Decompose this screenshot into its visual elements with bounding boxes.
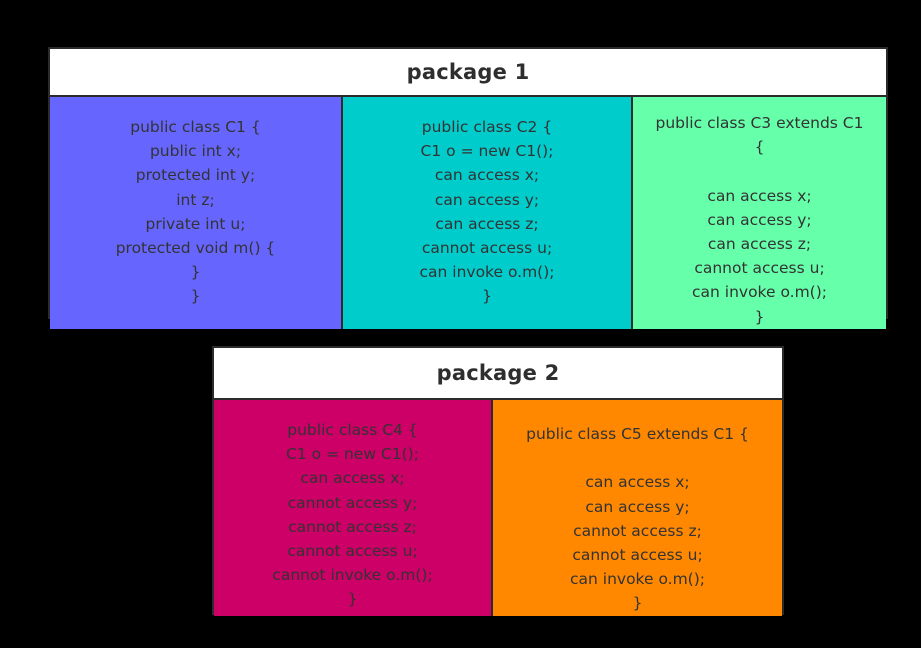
- code-line: }: [632, 594, 643, 613]
- code-line: can access x;: [707, 186, 812, 205]
- code-line: }: [190, 287, 201, 306]
- code-line: public class C4 {: [287, 421, 418, 439]
- class-box-c2: public class C2 { C1 o = new C1(); can acc…: [343, 97, 631, 329]
- code-line: }: [482, 287, 492, 306]
- code-line: C1 o = new C1();: [420, 142, 554, 161]
- code-line: }: [347, 590, 358, 609]
- class-box-c4: public class C4 { C1 o = new C1(); can acc…: [214, 400, 491, 616]
- code-line: can access y;: [434, 190, 540, 209]
- code-line: }: [190, 263, 201, 282]
- package-2-container: package 2 public class C4 { C1 o = new C1…: [212, 346, 784, 616]
- code-line: can invoke o.m();: [692, 283, 827, 302]
- code-line: cannot access z;: [288, 517, 417, 536]
- code-line: can access x;: [300, 469, 405, 488]
- code-line: }: [754, 307, 765, 326]
- package-2-title: package 2: [214, 348, 782, 400]
- class-box-c5: public class C5 extends C1 { can access …: [493, 400, 782, 616]
- code-line: C1 o = new C1();: [286, 445, 419, 464]
- code-line: int z;: [176, 190, 215, 209]
- class-box-c3: public class C3 extends C1 { can access x…: [633, 97, 886, 329]
- code-line: {: [754, 138, 765, 157]
- class-box-c1: public class C1 { public int x; protected …: [50, 97, 341, 329]
- code-line: public class C3 extends C1: [655, 114, 864, 132]
- package-1-title: package 1: [50, 49, 886, 97]
- code-line: cannot access z;: [573, 521, 702, 540]
- code-line: public class C2 {: [421, 118, 553, 136]
- code-line: protected int y;: [135, 166, 256, 185]
- code-line: cannot access u;: [572, 546, 703, 565]
- code-line: public class C1 {: [130, 118, 261, 136]
- code-line: public class C5 extends C1 {: [526, 425, 749, 443]
- code-line: cannot access u;: [421, 239, 553, 258]
- code-line: cannot access u;: [287, 542, 418, 561]
- code-line: cannot invoke o.m();: [272, 566, 433, 585]
- code-line: can invoke o.m();: [570, 570, 705, 589]
- code-line: can access y;: [707, 210, 812, 229]
- code-line: private int u;: [145, 214, 246, 233]
- code-line: can access x;: [585, 473, 690, 492]
- code-line: can access z;: [435, 214, 539, 233]
- code-line: can access x;: [434, 166, 540, 185]
- code-line: can invoke o.m();: [419, 263, 555, 282]
- code-line: cannot access u;: [694, 259, 825, 278]
- code-line: cannot access y;: [287, 493, 418, 512]
- package-2-body: public class C4 { C1 o = new C1(); can acc…: [214, 400, 782, 616]
- code-line: can access z;: [707, 235, 812, 254]
- package-1-container: package 1 public class C1 { public int x;…: [48, 47, 888, 329]
- code-line: can access y;: [585, 497, 690, 516]
- code-line: protected void m() {: [115, 239, 276, 258]
- code-line: public int x;: [149, 142, 242, 161]
- package-1-body: public class C1 { public int x; protected …: [50, 97, 886, 329]
